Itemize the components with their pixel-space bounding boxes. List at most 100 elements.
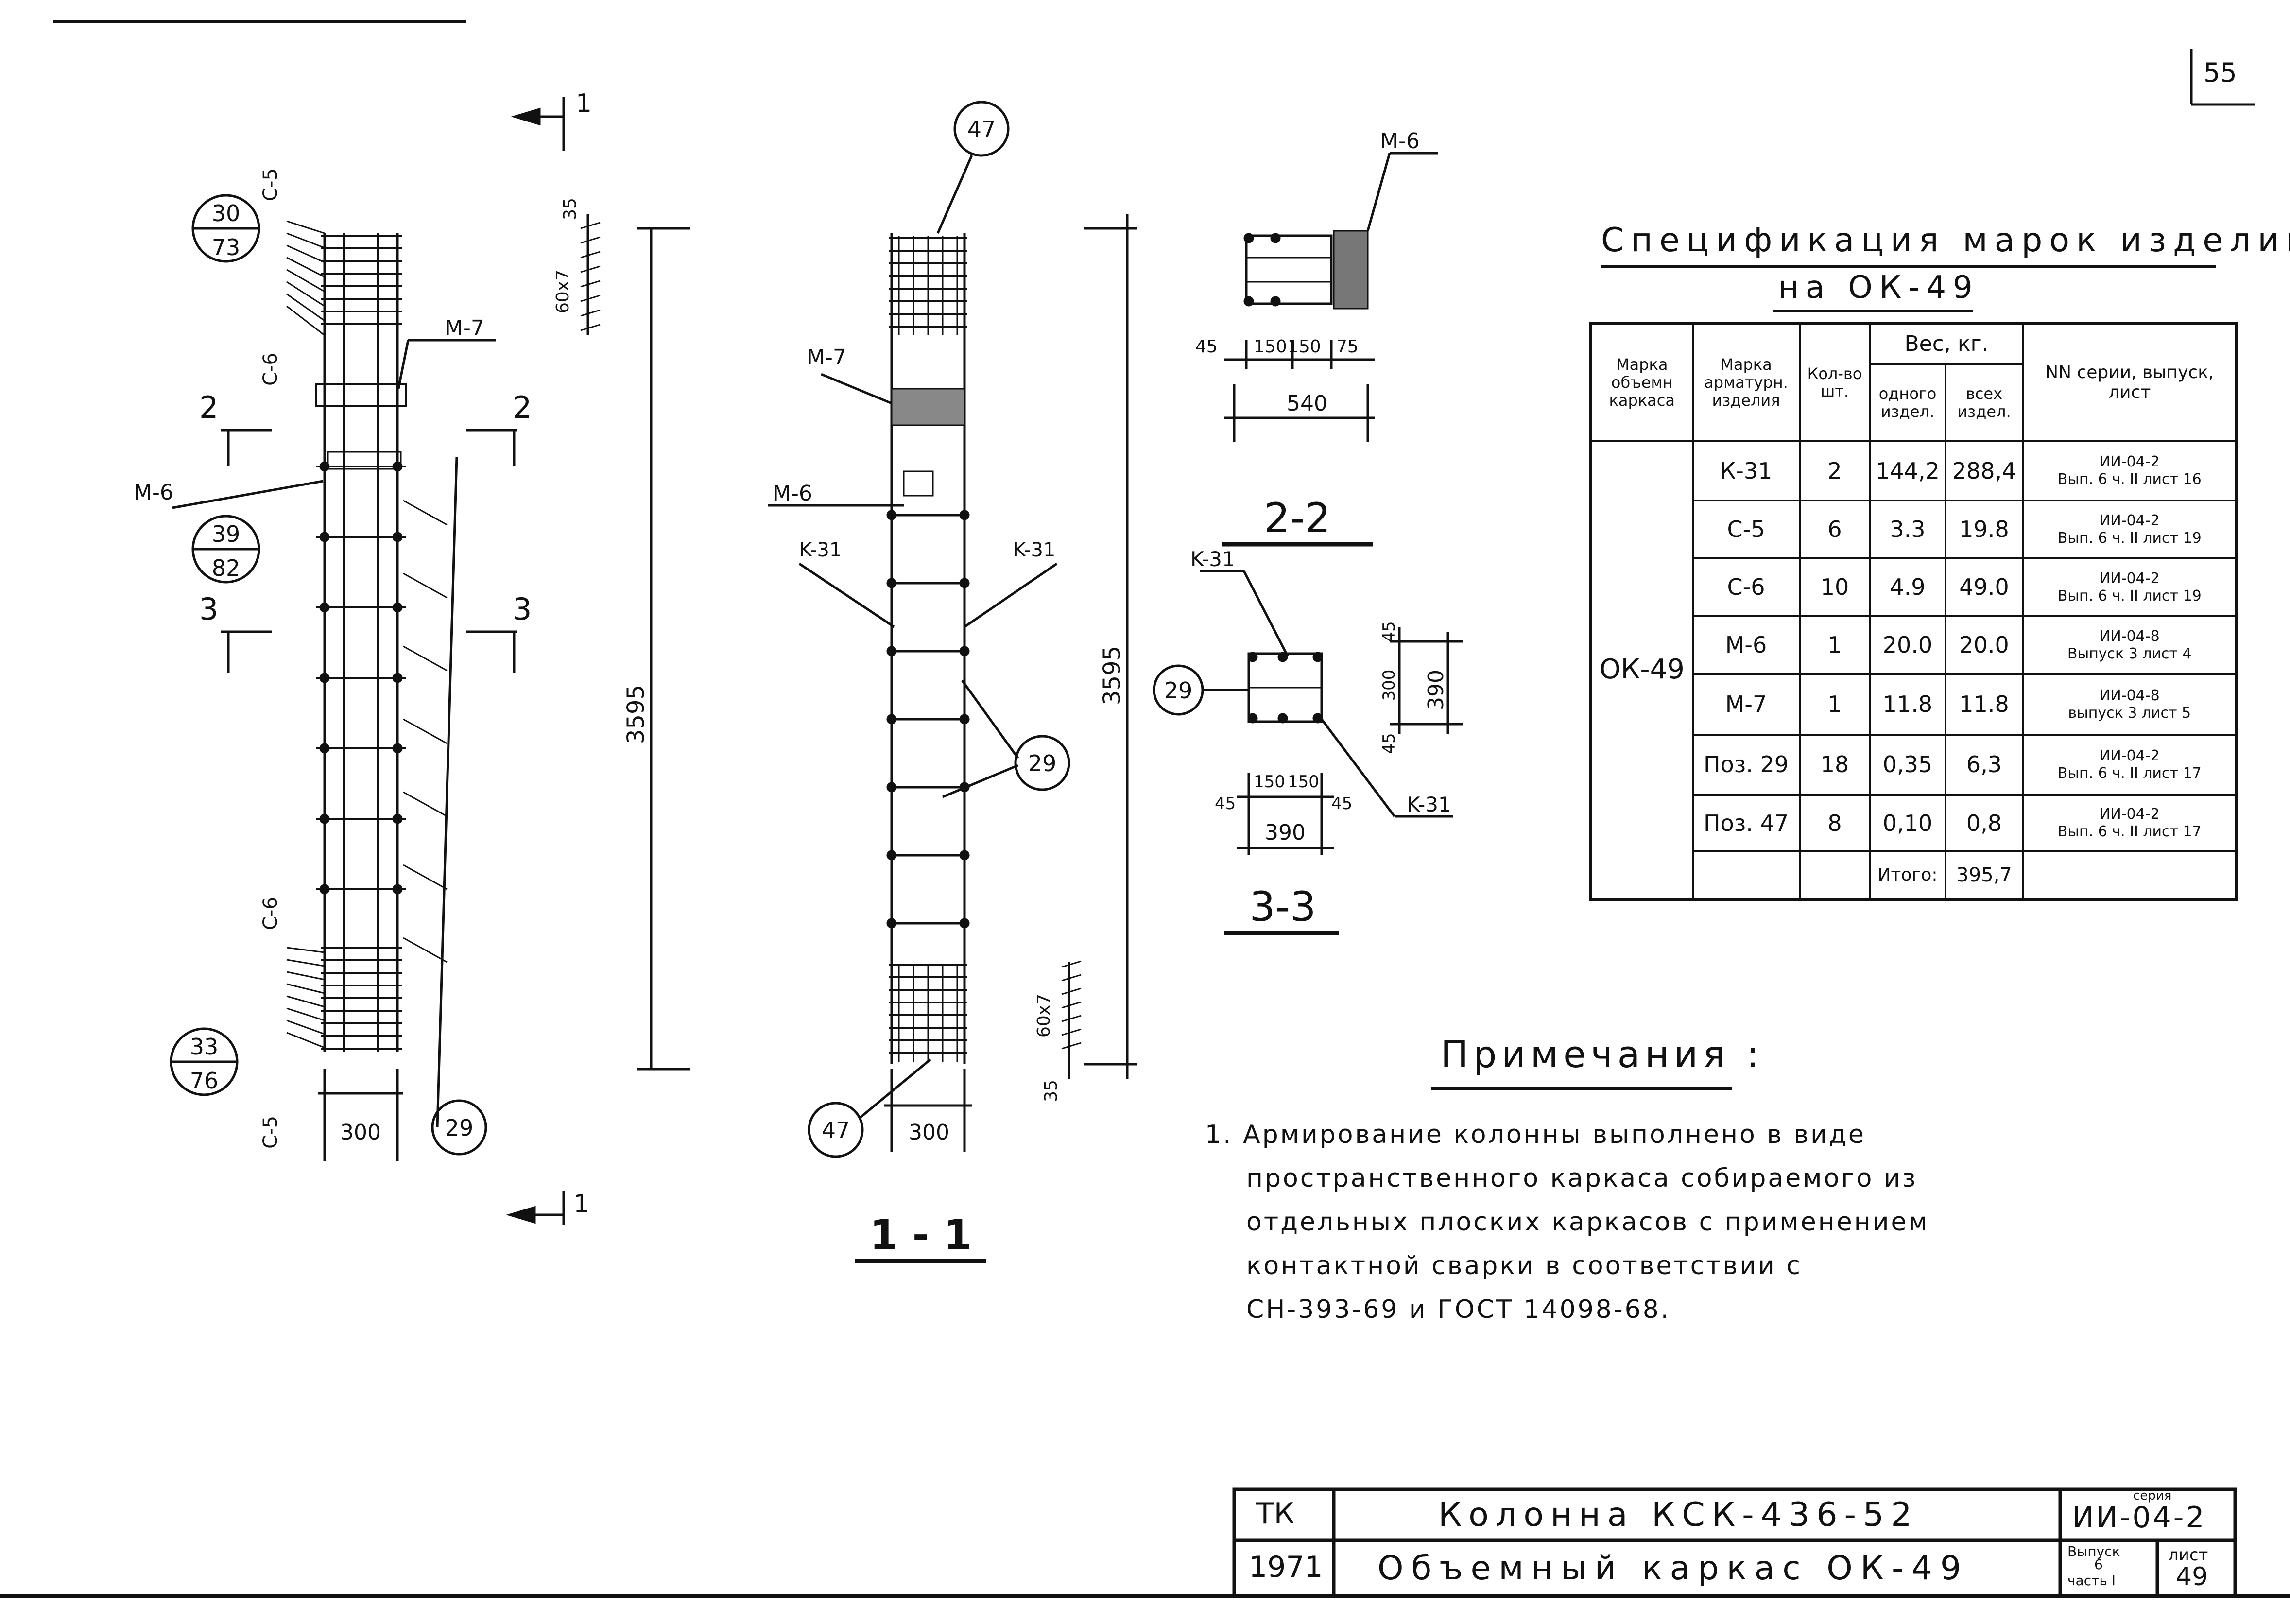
rebar-dot	[319, 813, 330, 824]
dim-35: 35	[560, 198, 580, 220]
row-w1: 20.0	[1869, 615, 1946, 675]
rebar-dot	[319, 602, 330, 613]
row-qty: 10	[1798, 557, 1871, 618]
row-wall: 49.0	[1944, 557, 2024, 618]
frame-mark: ОК-49	[1589, 440, 1694, 900]
row-item: К-31	[1691, 440, 1801, 502]
dim-pitch: 60x7	[553, 270, 573, 313]
note-line: 1. Армирование колонны выполнено в виде	[1205, 1120, 1866, 1149]
section-1-1-labels: M-7 M-6 K-31 K-31 47 47 29 3595 300 60x7…	[773, 116, 1126, 1259]
row-wall: 288,4	[1944, 440, 2024, 502]
pitch-tick	[1061, 974, 1082, 982]
dim-width: 300	[340, 1120, 381, 1145]
rebar-dot	[392, 673, 403, 683]
rebar-dot	[319, 743, 330, 754]
pitch-tick	[1061, 1001, 1082, 1009]
rebar-dot	[392, 884, 403, 895]
row-qty: 18	[1798, 733, 1871, 796]
row-qty: 1	[1798, 615, 1871, 675]
s11-dim-height: 3595	[1099, 646, 1126, 705]
rebar-dot	[319, 884, 330, 895]
rebar-dot	[886, 510, 897, 520]
leader-line	[286, 971, 325, 981]
notes-title: Примечания :	[1441, 1033, 1764, 1076]
note-line: контактной сварки в соответствии с	[1246, 1251, 1802, 1280]
pitch-tick	[580, 309, 601, 317]
bubble-29: 29	[445, 1115, 474, 1141]
bubble-39: 39	[212, 521, 241, 547]
section-mark-1-top: 1	[576, 89, 592, 118]
s33-dim-45t: 45	[1379, 621, 1399, 642]
leader-line	[286, 983, 325, 994]
s22-dim-75: 75	[1336, 337, 1359, 357]
section-1-1	[768, 101, 1137, 1263]
row-wall: 20.0	[1944, 615, 2024, 675]
row-wall: 6,3	[1944, 733, 2024, 796]
s33-label-k31-top: K-31	[1190, 547, 1235, 571]
s22-dim-150b: 150	[1288, 337, 1321, 357]
table-header-row: Марка объемн каркаса Марка арматурн. изд…	[1589, 322, 2238, 442]
rebar-dot	[392, 532, 403, 542]
rebar-dot	[392, 743, 403, 754]
row-qty: 8	[1798, 794, 1871, 853]
section-mark-2-right: 2	[513, 390, 532, 425]
leader-line	[403, 572, 448, 599]
leader-line	[286, 232, 325, 249]
leader-line	[286, 995, 325, 1008]
leader-line	[286, 269, 325, 293]
s11-label-k31-right: K-31	[1013, 539, 1055, 561]
row-qty: 6	[1798, 500, 1871, 560]
title-block-series-label: серия	[2133, 1488, 2172, 1503]
row-qty: 2	[1798, 440, 1871, 502]
leader-line	[286, 1032, 325, 1049]
side-view	[170, 97, 690, 1225]
row-w1: 144,2	[1869, 440, 1946, 502]
leader-line	[286, 1019, 325, 1035]
rebar-dot	[392, 813, 403, 824]
title-block-part: часть I	[2067, 1572, 2116, 1589]
row-item: С-5	[1691, 500, 1801, 560]
s33-dim-45l: 45	[1215, 794, 1236, 813]
section-3-3	[1153, 570, 1463, 935]
header-mark-frame: Марка объемн каркаса	[1589, 322, 1694, 442]
spec-table: Марка объемн каркаса Марка арматурн. изд…	[1589, 322, 2239, 901]
pitch-tick	[580, 294, 601, 302]
row-w1: 0,10	[1869, 794, 1946, 853]
note-line: пространственного каркаса собираемого из	[1246, 1164, 1918, 1193]
s33-title: 3-3	[1249, 883, 1316, 931]
title-block-sheet-label: лист	[2168, 1545, 2208, 1565]
s33-dim-150b: 150	[1288, 772, 1319, 792]
header-series: NN серии, выпуск, лист	[2022, 322, 2238, 442]
rebar-dot	[886, 714, 897, 725]
leader-line	[403, 718, 448, 744]
row-item: М-6	[1691, 615, 1801, 675]
rebar-dot	[886, 646, 897, 657]
rebar-dot	[959, 510, 970, 520]
pitch-tick	[1061, 1042, 1082, 1050]
pitch-tick	[580, 251, 601, 259]
pitch-tick	[580, 236, 601, 244]
leader-line	[403, 937, 448, 963]
title-block-name1: Колонна КСК-436-52	[1438, 1496, 1919, 1534]
rebar-dot	[959, 714, 970, 725]
s33-dim-300: 300	[1379, 670, 1399, 701]
row-empty	[1691, 850, 1801, 900]
spec-subtitle: на ОК-49	[1778, 270, 1980, 306]
table-total-row: Итого: 395,7	[1591, 850, 2238, 900]
header-qty: Кол-во шт.	[1798, 322, 1871, 442]
row-w1: 11.8	[1869, 673, 1946, 736]
label-c5-top: C-5	[259, 168, 282, 201]
header-weight-all: всех издел.	[1944, 363, 2024, 442]
s33-dim-150a: 150	[1254, 772, 1285, 792]
s22-label-m6: M-6	[1380, 129, 1420, 154]
header-weight: Вес, кг.	[1869, 322, 2024, 366]
s11-bubble-47-top: 47	[967, 116, 996, 142]
rebar-dot	[959, 646, 970, 657]
